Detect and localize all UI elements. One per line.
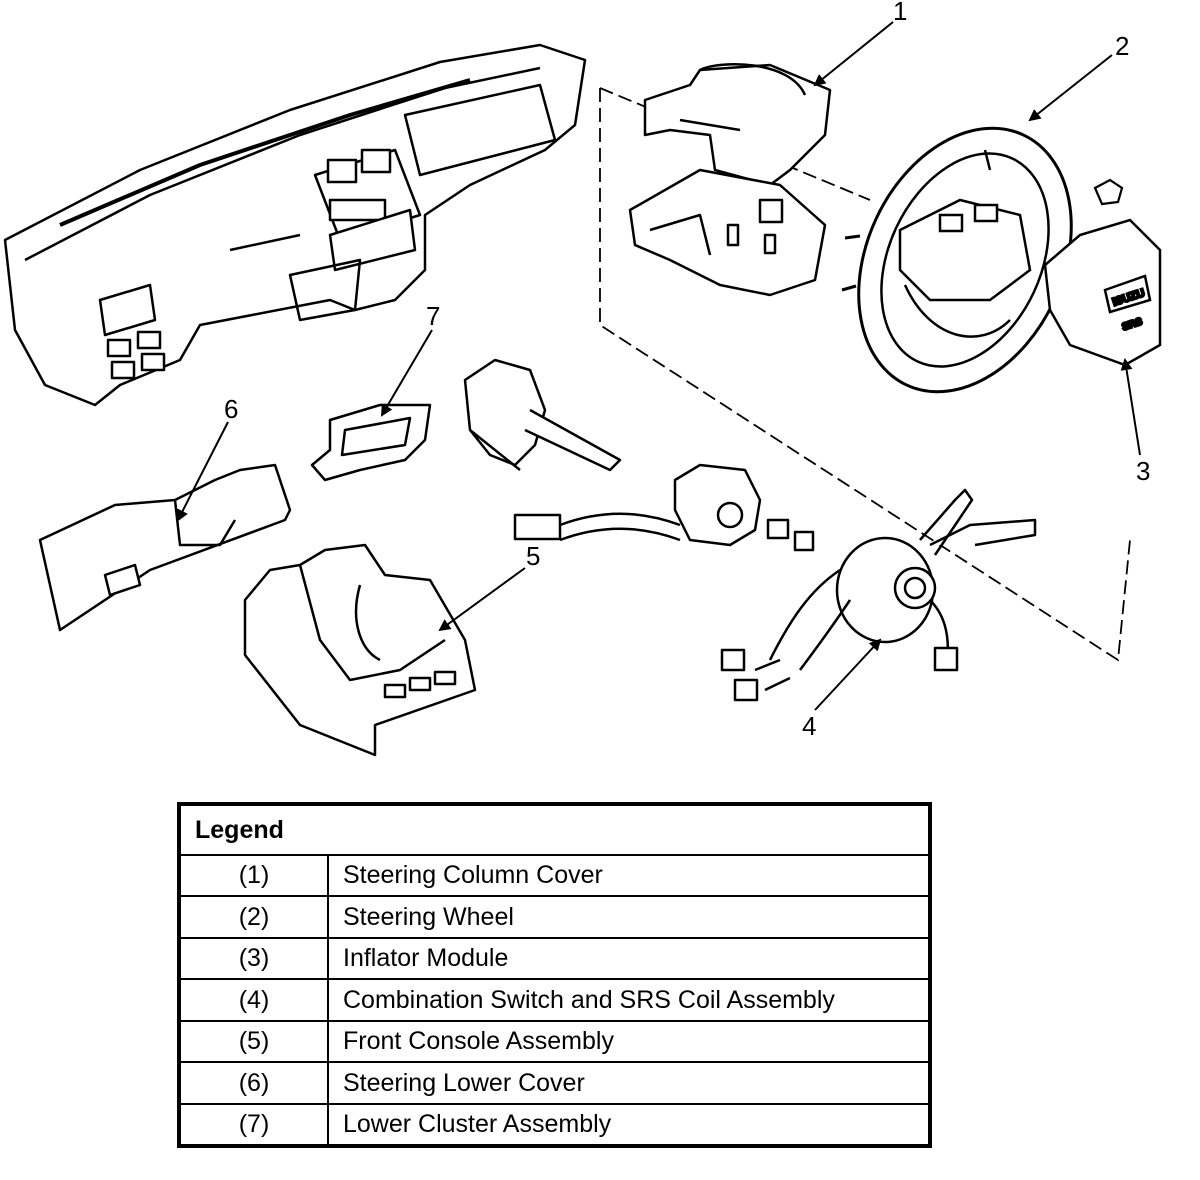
table-row: (3) Inflator Module [181,936,928,981]
legend-description: Steering Lower Cover [327,1061,928,1105]
legend-number: (5) [181,1019,329,1064]
callout-7: 7 [426,301,440,331]
legend-number: (6) [181,1061,329,1105]
table-row: (4) Combination Switch and SRS Coil Asse… [181,978,928,1022]
inflator-module: ISUZU SRS [1043,218,1162,367]
callout-2: 2 [1115,31,1129,61]
callout-1: 1 [893,0,907,26]
legend-description: Steering Wheel [327,895,928,939]
callout-4: 4 [802,711,816,741]
steering-wheel [841,126,1073,394]
steering-column-cover [628,63,832,297]
steering-lower-cover [38,463,292,632]
front-console-assembly [243,543,477,757]
callout-5: 5 [526,541,540,571]
legend-header-row: Legend [181,806,928,856]
legend-number: (3) [181,936,329,981]
exploded-view-diagram: ISUZU SRS [3,0,1162,757]
instrument-panel [3,43,587,407]
table-row: (6) Steering Lower Cover [181,1061,928,1105]
legend-number: (2) [181,895,329,939]
legend-description: Inflator Module [327,936,928,981]
legend-number: (7) [181,1102,329,1144]
legend-number: (1) [181,853,329,898]
callouts: 1 2 3 4 5 6 7 [224,0,1150,741]
table-row: (2) Steering Wheel [181,895,928,939]
steering-column-lock [463,358,622,472]
combination-switch-srs-coil [720,488,1037,702]
legend-number: (4) [181,978,329,1022]
table-row: (7) Lower Cluster Assembly [181,1102,928,1144]
table-row: (5) Front Console Assembly [181,1019,928,1064]
nut [1093,178,1124,206]
legend-description: Front Console Assembly [327,1019,928,1064]
legend-description: Lower Cluster Assembly [327,1102,928,1144]
legend-description: Combination Switch and SRS Coil Assembly [327,978,928,1022]
table-row: (1) Steering Column Cover [181,853,928,898]
callout-3: 3 [1136,456,1150,486]
lower-cluster-assembly [310,403,432,482]
leader-lines [177,21,1141,711]
ignition-switch [513,463,815,552]
callout-6: 6 [224,394,238,424]
legend-title: Legend [181,806,928,856]
legend-description: Steering Column Cover [327,853,928,898]
legend-table: Legend (1) Steering Column Cover (2) Ste… [177,802,932,1148]
